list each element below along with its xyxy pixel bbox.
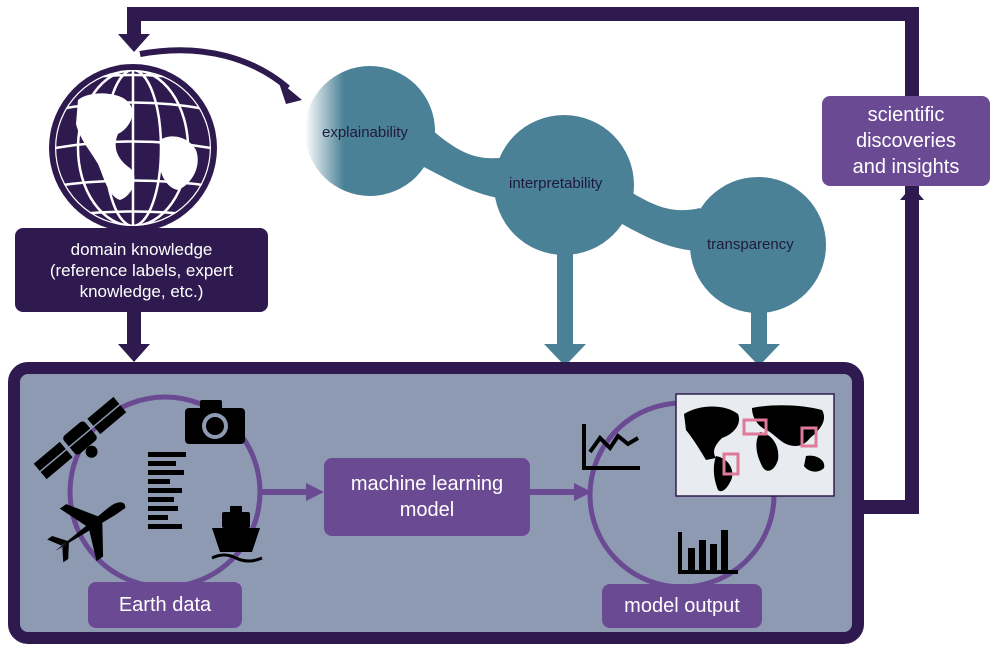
arrow-to-output-head [574,483,592,501]
curved-arrow-line [139,47,290,91]
domain-knowledge-box: domain knowledge (reference labels, expe… [15,228,268,312]
domain-arrowhead [118,344,150,362]
globe-icon [45,60,221,236]
xai-blobs [305,66,826,366]
earth-data-label: Earth data [88,582,242,628]
up-arrowhead [900,186,924,200]
ml-model-box: machine learning model [324,458,530,536]
feedback-arrowhead [118,34,150,52]
bar-chart-icon [678,530,738,574]
satellite-icon [33,396,127,480]
airplane-icon [47,502,126,563]
world-map-icon [675,393,835,497]
arrow-to-ml-head [306,483,324,501]
data-bars-icon [148,452,186,529]
feedback-loop-line [127,7,919,514]
camera-icon [185,400,245,444]
ship-icon [211,506,263,563]
scientific-insights-box: scientific discoveries and insights [822,96,990,186]
interpretability-label: interpretability [509,175,603,192]
curved-arrowhead [278,80,302,104]
line-chart-icon [582,424,640,470]
domain-arrow-shaft [127,310,141,346]
transparency-label: transparency [707,236,794,253]
explainability-label: explainability [322,124,408,141]
model-output-label: model output [602,584,762,628]
